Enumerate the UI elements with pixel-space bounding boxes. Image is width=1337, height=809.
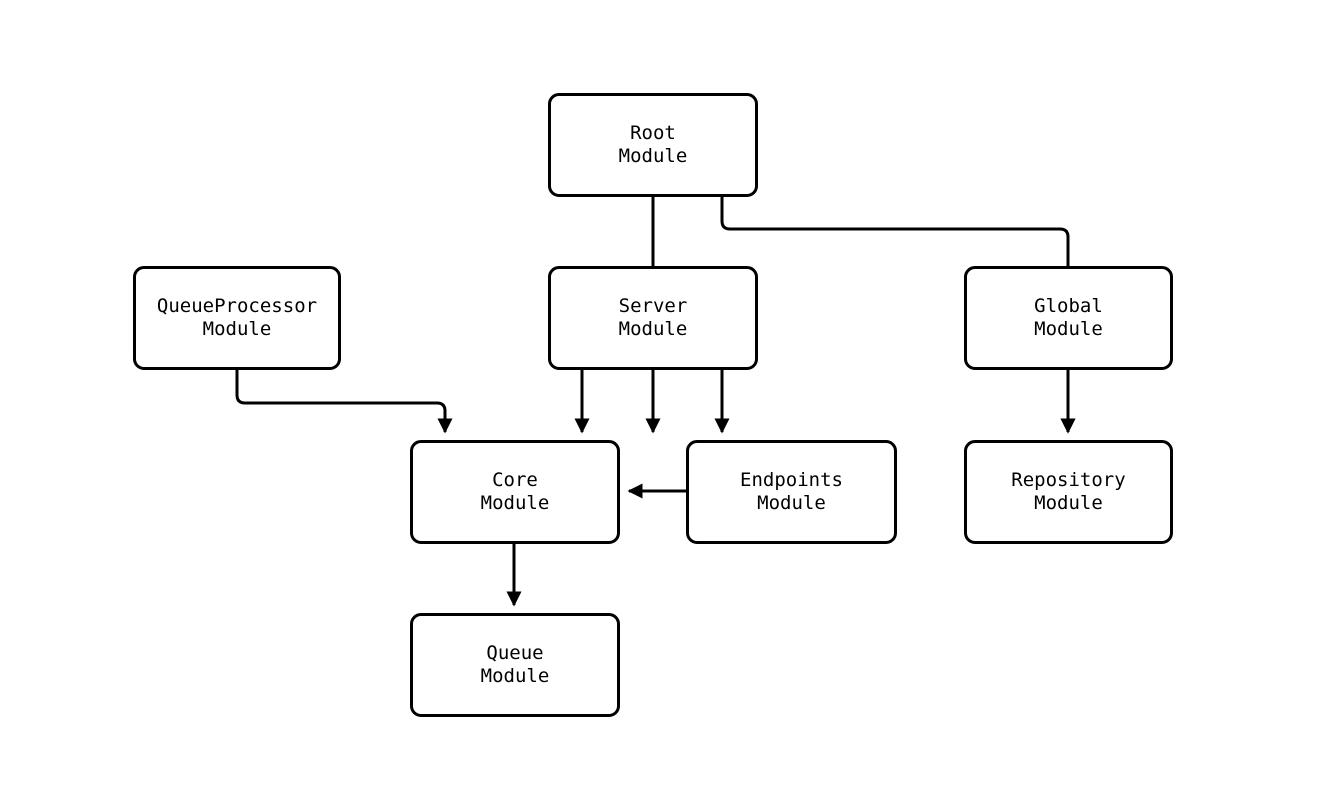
node-label-primary: Root (630, 122, 676, 144)
node-label-primary: Core (492, 469, 538, 491)
node-label-primary: Global (1034, 295, 1103, 317)
node-label-secondary: Module (1034, 492, 1103, 514)
node-label-secondary: Module (618, 318, 688, 340)
node-label-secondary: Module (480, 492, 550, 514)
node-label-secondary: Module (757, 492, 826, 514)
node-label-primary: Server (618, 295, 688, 317)
edge-queueprocessor-to-core (235, 370, 453, 434)
node-label-secondary: Module (202, 318, 272, 340)
node-label-primary: Queue (486, 642, 544, 664)
node-label-primary: QueueProcessor (156, 295, 318, 317)
node-label-secondary: Module (618, 145, 688, 167)
node-label-primary: Endpoints (740, 469, 843, 491)
node-label-primary: Repository (1011, 469, 1126, 491)
node-label-secondary: Module (480, 665, 550, 687)
node-label-secondary: Module (1034, 318, 1103, 340)
